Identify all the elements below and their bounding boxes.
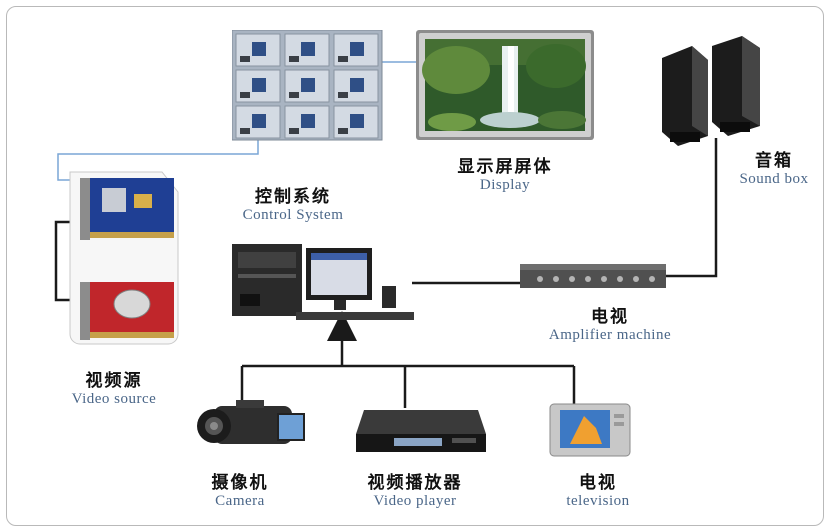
control-system-label-cn: 控制系统 [255,187,331,207]
video-player-label-cn: 视频播放器 [367,473,463,493]
video-source-label-cn: 视频源 [85,371,143,391]
graphics-card-icon [62,164,188,356]
video-source-label: 视频源 Video source [52,366,176,408]
television-label-cn: 电视 [579,473,617,493]
video-player-label-en: Video player [373,493,457,509]
amplifier-icon [520,262,670,296]
speaker-icon [656,34,780,152]
camera-label: 摄像机 Camera [190,468,290,510]
television-label-en: television [566,493,630,509]
sound-box-label-en: Sound box [739,171,809,187]
wall-to-card-line [57,138,259,181]
amplifier-label-en: Amplifier machine [548,327,672,343]
sound-box-label-cn: 音箱 [755,151,793,171]
control-system-label: 控制系统 Control System [218,182,368,224]
television-label: 电视 television [548,468,648,510]
sound-box-label: 音箱 Sound box [722,146,826,188]
control-system-label-en: Control System [242,207,344,223]
display-label-en: Display [479,177,531,193]
desktop-computer-icon [226,236,414,328]
amplifier-to-speaker-line [665,138,718,278]
video-player-label: 视频播放器 Video player [350,468,480,510]
camera-label-en: Camera [215,493,265,509]
amplifier-label: 电视 Amplifier machine [524,302,696,344]
video-wall-icon [231,29,384,146]
camera-label-cn: 摄像机 [211,473,269,493]
television-icon [548,400,636,464]
camcorder-icon [196,396,306,460]
display-label: 显示屏屏体 Display [430,152,580,194]
display-label-cn: 显示屏屏体 [457,157,553,177]
amplifier-label-cn: 电视 [591,307,629,327]
video-source-label-en: Video source [71,391,157,407]
waterfall-display-icon [416,30,596,146]
video-player-icon [356,404,490,464]
